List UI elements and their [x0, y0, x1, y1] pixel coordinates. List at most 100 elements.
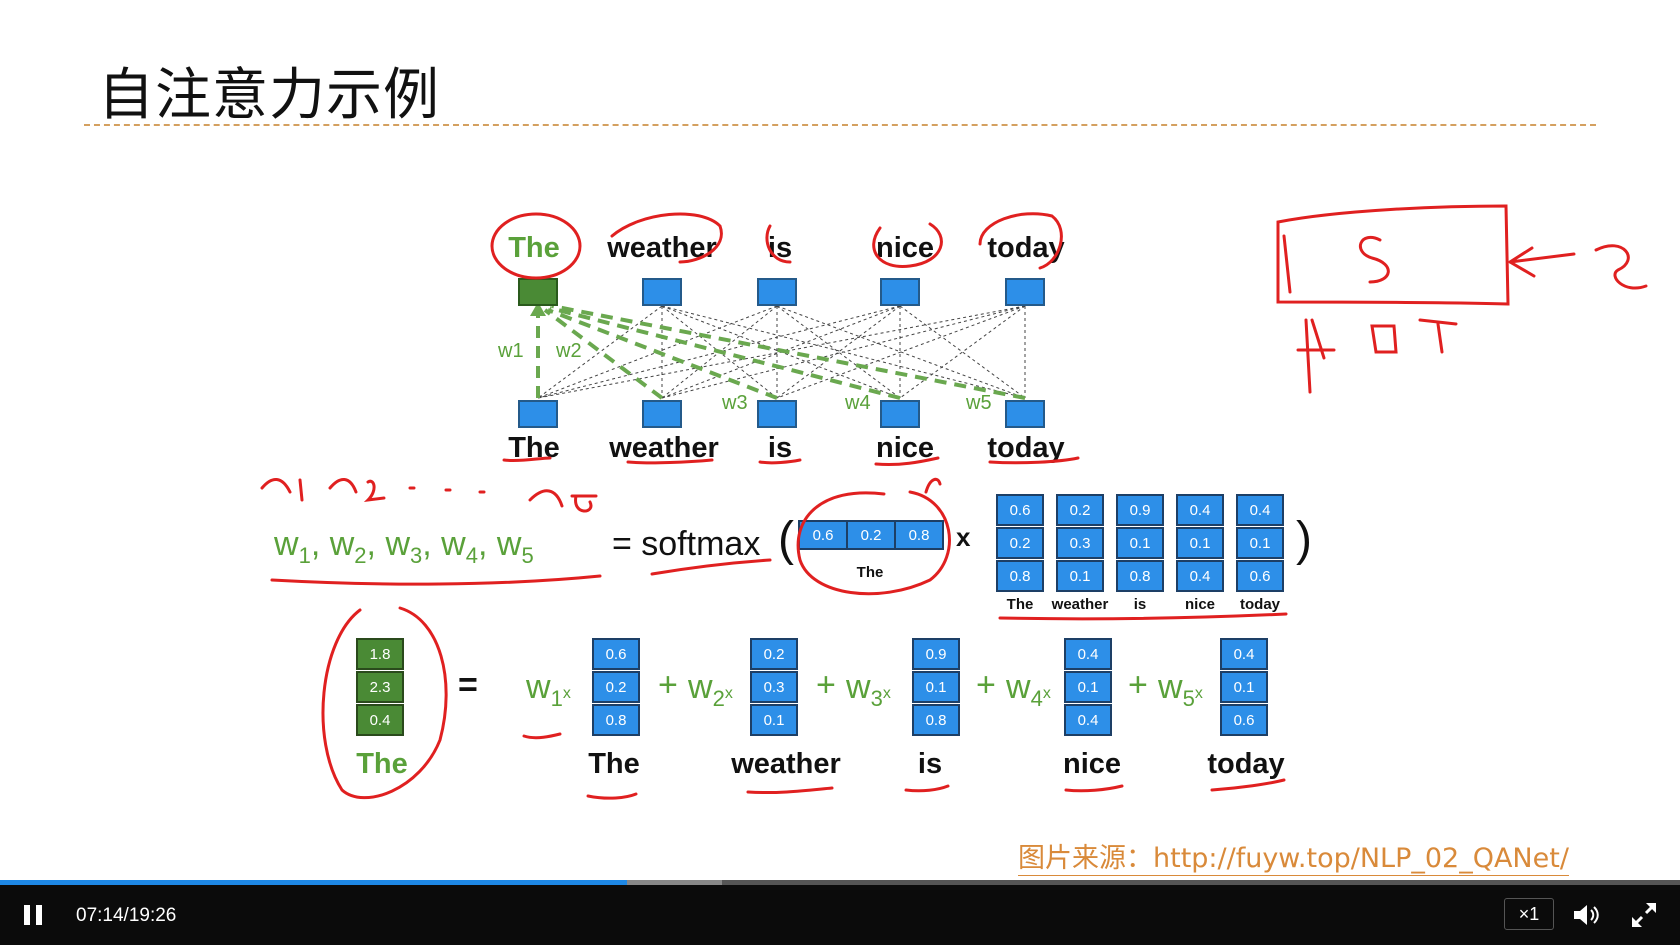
played-bar	[0, 880, 627, 885]
top-word: The	[508, 232, 560, 264]
term-weight-index: 2	[712, 685, 725, 711]
term-weight-symbol: w	[688, 668, 713, 706]
term-weight: w4x	[1006, 668, 1051, 712]
image-source-caption[interactable]: 图片来源：http://fuyw.top/NLP_02_QANet/	[1018, 836, 1569, 876]
term-weight-symbol: w	[846, 668, 871, 706]
edge-label-w4: w4	[845, 392, 871, 414]
key-cell: 0.1	[1116, 527, 1164, 559]
slide: 自注意力示例 The weather is nice today The wea…	[84, 63, 1648, 876]
fullscreen-icon[interactable]	[1628, 899, 1660, 931]
term-cell: 0.4	[1064, 704, 1112, 736]
node-top-is	[757, 278, 797, 306]
bottom-word: weather	[609, 432, 719, 464]
node-bottom-today	[1005, 400, 1045, 428]
edge-label-w1: w1	[498, 340, 524, 362]
page-title: 自注意力示例	[98, 63, 440, 128]
bottom-word: today	[987, 432, 1065, 464]
query-cell: 0.8	[894, 520, 944, 550]
result-cell: 2.3	[356, 671, 404, 703]
node-bottom-weather	[642, 400, 682, 428]
key-cell: 0.6	[1236, 560, 1284, 592]
result-cell: 0.4	[356, 704, 404, 736]
term-weight-symbol: w	[1006, 668, 1031, 706]
node-bottom-the	[518, 400, 558, 428]
term-cell: 0.8	[592, 704, 640, 736]
term-cell: 0.2	[592, 671, 640, 703]
progress-bar[interactable]	[0, 880, 1680, 885]
key-label: today	[1239, 596, 1281, 613]
node-top-nice	[880, 278, 920, 306]
key-cell: 0.1	[1176, 527, 1224, 559]
close-paren: )	[1296, 513, 1312, 566]
result-cell: 1.8	[356, 638, 404, 670]
term-label: weather	[731, 748, 841, 780]
edge-label-w5: w5	[966, 392, 992, 414]
term-times: x	[724, 685, 733, 702]
key-cell: 0.8	[1116, 560, 1164, 592]
term-label: is	[917, 748, 943, 780]
key-cell: 0.2	[1056, 494, 1104, 526]
term-weight: w5x	[1158, 668, 1203, 712]
key-cell: 0.1	[1056, 560, 1104, 592]
term-cell: 0.4	[1220, 638, 1268, 670]
time-separator: /	[123, 905, 129, 926]
term-cell: 0.9	[912, 638, 960, 670]
term-weight-index: 5	[1182, 685, 1195, 711]
softmax-label: = softmax	[612, 525, 761, 563]
volume-icon[interactable]	[1570, 899, 1602, 931]
key-label: nice	[1184, 596, 1216, 613]
term-cell: 0.6	[1220, 704, 1268, 736]
term-times: x	[882, 685, 891, 702]
term-label: today	[1207, 748, 1285, 780]
key-label: is	[1133, 596, 1147, 613]
playback-speed-button[interactable]: ×1	[1504, 898, 1554, 930]
node-bottom-nice	[880, 400, 920, 428]
attention-edges	[530, 302, 1026, 400]
key-cell: 0.4	[1236, 494, 1284, 526]
pause-icon[interactable]	[20, 899, 52, 931]
key-cell: 0.1	[1236, 527, 1284, 559]
node-bottom-is	[757, 400, 797, 428]
term-weight: w3x	[846, 668, 891, 712]
term-cell: 0.2	[750, 638, 798, 670]
term-cell: 0.3	[750, 671, 798, 703]
key-cell: 0.4	[1176, 494, 1224, 526]
key-cell: 0.6	[996, 494, 1044, 526]
key-cell: 0.8	[996, 560, 1044, 592]
video-player-controls: 07:14/19:26 ×1	[0, 885, 1680, 945]
term-cell: 0.4	[1064, 638, 1112, 670]
node-top-weather	[642, 278, 682, 306]
term-weight-index: 1	[550, 685, 563, 711]
key-cell: 0.4	[1176, 560, 1224, 592]
key-cell: 0.9	[1116, 494, 1164, 526]
term-times: x	[1194, 685, 1203, 702]
term-weight: w1x	[526, 668, 571, 712]
equals-sign: =	[458, 666, 478, 704]
term-label: The	[588, 748, 640, 780]
term-cell: 0.1	[1064, 671, 1112, 703]
open-paren: (	[778, 513, 794, 566]
title-divider	[84, 124, 1596, 126]
term-weight-index: 4	[1030, 685, 1043, 711]
term-cell: 0.1	[750, 704, 798, 736]
current-time: 07:14	[76, 905, 124, 926]
plus-sign: +	[976, 666, 996, 704]
term-cell: 0.6	[592, 638, 640, 670]
key-label: The	[1006, 596, 1034, 613]
term-weight-symbol: w	[1158, 668, 1183, 706]
handwritten-annotations	[260, 204, 1648, 800]
query-label: The	[856, 564, 884, 581]
bottom-word: nice	[875, 432, 935, 464]
time-display: 07:14/19:26	[76, 905, 176, 927]
key-cell: 0.2	[996, 527, 1044, 559]
top-word: nice	[875, 232, 935, 264]
edge-label-w3: w3	[722, 392, 748, 414]
duration: 19:26	[128, 905, 177, 926]
edge-label-w2: w2	[556, 340, 582, 362]
term-weight-index: 3	[870, 685, 883, 711]
term-times: x	[1042, 685, 1051, 702]
bottom-word: is	[767, 432, 793, 464]
plus-sign: +	[658, 666, 678, 704]
node-top-today	[1005, 278, 1045, 306]
term-cell: 0.8	[912, 704, 960, 736]
